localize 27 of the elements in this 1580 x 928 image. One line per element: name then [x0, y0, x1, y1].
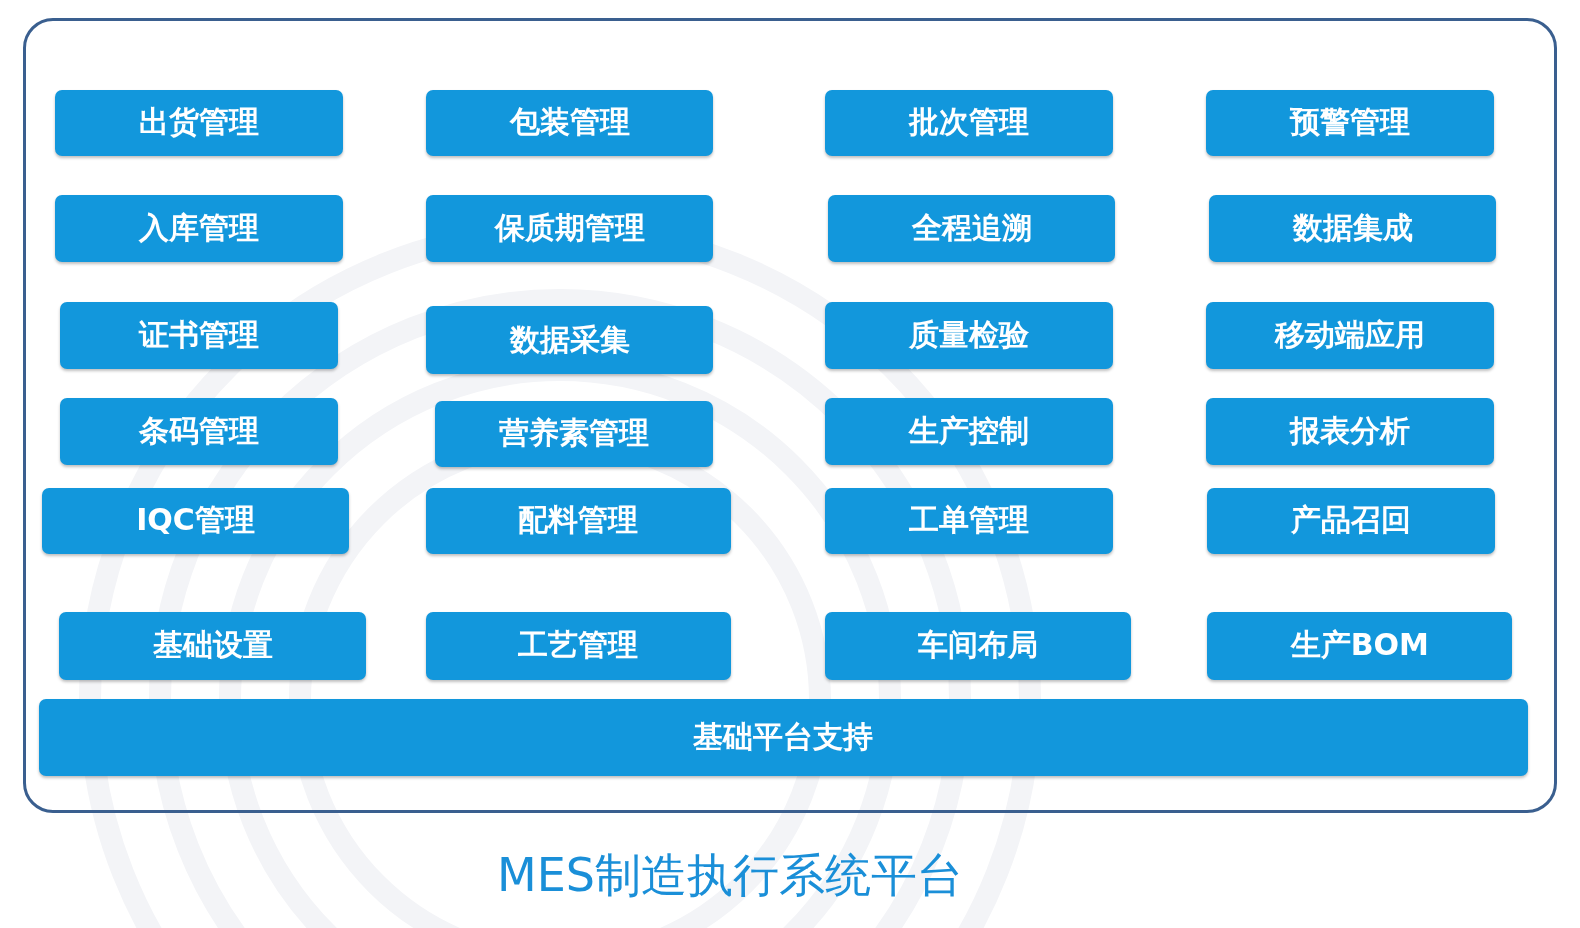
module-box: 生产BOM: [1207, 611, 1513, 681]
module-box: 营养素管理: [435, 401, 714, 467]
module-box: 生产控制: [825, 398, 1114, 465]
module-box: 保质期管理: [426, 195, 714, 262]
module-box: 条码管理: [60, 398, 338, 465]
module-box: 质量检验: [825, 302, 1114, 369]
module-box: 工单管理: [825, 487, 1114, 555]
module-box: 基础设置: [59, 611, 366, 681]
module-box: 全程追溯: [828, 195, 1116, 262]
module-box: 移动端应用: [1206, 302, 1495, 369]
module-box: 配料管理: [426, 487, 731, 555]
module-box: 入库管理: [55, 195, 343, 262]
platform-bar: 基础平台支持: [39, 699, 1528, 776]
module-box: 数据采集: [426, 306, 714, 374]
module-box: 报表分析: [1206, 398, 1495, 465]
frame-box: [23, 18, 1557, 814]
module-box: IQC管理: [42, 487, 349, 555]
module-box: 出货管理: [55, 89, 343, 157]
module-box: 车间布局: [825, 611, 1131, 681]
module-box: 数据集成: [1209, 195, 1497, 262]
module-box: 批次管理: [825, 89, 1114, 157]
module-box: 产品召回: [1207, 487, 1496, 555]
caption: MES制造执行系统平台: [497, 847, 963, 904]
module-box: 预警管理: [1206, 89, 1495, 157]
module-box: 工艺管理: [426, 611, 731, 681]
module-box: 包装管理: [426, 89, 714, 157]
module-box: 证书管理: [60, 302, 338, 369]
